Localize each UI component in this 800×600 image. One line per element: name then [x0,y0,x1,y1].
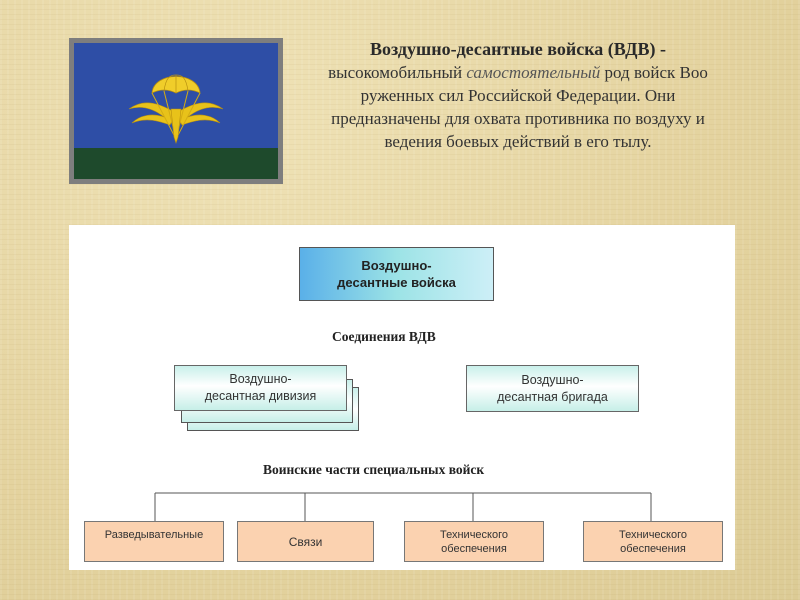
vdv-parachute-emblem-icon [74,43,278,179]
intro-line-4: ведения боевых действий в его тылу. [384,132,652,151]
intro-title: Воздушно-десантные войска (ВДВ) - [370,39,666,59]
unit-box-reconnaissance: Разведывательные [84,521,224,562]
unit-box-signals: Связи [237,521,374,562]
unit-signals-line-1: Связи [288,534,323,549]
brigade-line-2: десантная бригада [497,389,608,404]
org-chart-panel: Воздушно- десантные войска Соединения ВД… [69,225,735,570]
airborne-troops-line-2: десантные войска [337,275,456,290]
intro-line-1-end: род войск Воо [600,63,708,82]
intro-line-2: руженных сил Российской Федерации. Они [360,86,676,105]
formations-label: Соединения ВДВ [332,329,436,344]
airborne-troops-box: Воздушно- десантные войска [299,247,494,301]
intro-italic-word: самостоятельный [466,63,601,82]
airborne-troops-line-1: Воздушно- [361,258,432,273]
connector-lines [154,492,652,521]
brigade-line-1: Воздушно- [521,372,584,387]
intro-line-3: предназначены для охвата противника по в… [331,109,705,128]
division-box: Воздушно- десантная дивизия [174,365,347,411]
brigade-box: Воздушно- десантная бригада [466,365,639,412]
intro-text: Воздушно-десантные войска (ВДВ) - высоко… [288,38,748,153]
intro-line-1-start: высокомобильный [328,63,467,82]
unit-box-technical-support-2: Технического обеспечения [583,521,723,562]
special-troops-label: Воинские части специальных войск [263,462,485,477]
unit-technical-2-line-1: Технического [619,528,687,541]
unit-technical-1-line-1: Технического [440,528,508,541]
intro-line-1: высокомобильный самостоятельный род войс… [288,61,748,84]
unit-technical-2-line-2: обеспечения [620,542,686,555]
unit-box-technical-support-1: Технического обеспечения [404,521,544,562]
unit-reconnaissance-line-1: Разведывательные [104,529,204,541]
vdv-flag [69,38,283,184]
division-line-2: десантная дивизия [204,389,317,403]
division-line-1: Воздушно- [229,372,292,386]
unit-technical-1-line-2: обеспечения [441,542,507,555]
